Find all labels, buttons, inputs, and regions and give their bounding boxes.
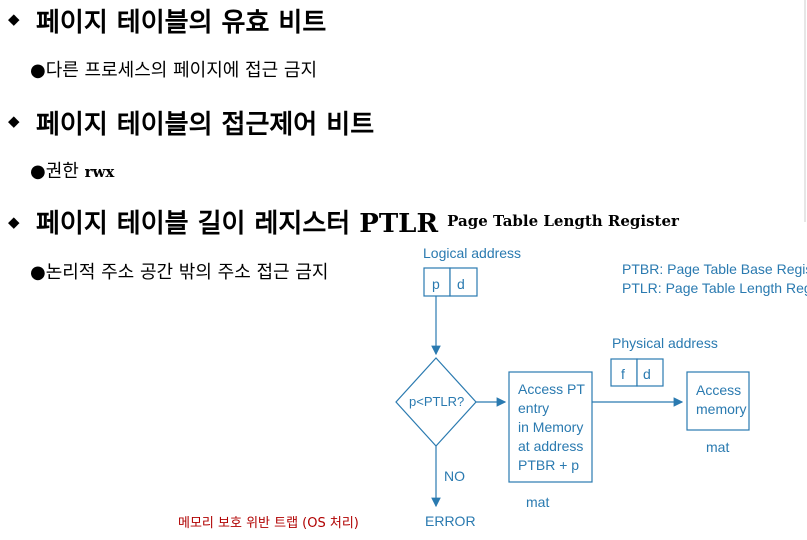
sub-item-3: ●논리적 주소 공간 밖의 주소 접근 금지 (30, 258, 328, 284)
physical-address-label: Physical address (612, 335, 718, 351)
access-pt-line: Access PT (518, 381, 585, 397)
access-memory-box (686, 371, 750, 431)
access-pt-line: PTBR + p (518, 457, 580, 473)
access-pt-text: Access PT entry in Memory at address PTB… (518, 380, 585, 475)
f-label: f (621, 366, 625, 382)
diamond-bullet-icon: ◆ (8, 112, 20, 130)
decision-label: p<PTLR? (409, 394, 465, 409)
dot-bullet-icon: ● (30, 60, 46, 81)
access-memory-text: Access memory (696, 381, 747, 419)
mat-label-2: mat (706, 439, 730, 455)
d-label: d (457, 276, 465, 292)
legend-ptbr: PTBR: Page Table Base Register (622, 261, 807, 277)
trap-label: 메모리 보호 위반 트랩 (OS 처리) (178, 516, 359, 531)
sub-item-3-text: 논리적 주소 공간 밖의 주소 접근 금지 (45, 262, 329, 283)
logical-d-box (449, 267, 478, 297)
dot-bullet-icon: ● (30, 262, 46, 283)
sub-item-2-text: 권한 (45, 161, 79, 182)
logical-address-label: Logical address (423, 245, 522, 261)
access-pt-line: in Memory (518, 419, 584, 435)
mat-label-1: mat (526, 494, 550, 510)
access-pt-line: entry (518, 400, 550, 416)
sub-item-2: ●권한 rwx (30, 157, 114, 183)
logical-p-box (423, 267, 451, 297)
sub-item-1-text: 다른 프로세스의 페이지에 접근 금지 (45, 60, 318, 81)
sub-item-1: ●다른 프로세스의 페이지에 접근 금지 (30, 56, 317, 82)
diamond-bullet-icon: ◆ (8, 213, 20, 231)
heading-ptlr: 페이지 테이블 길이 레지스터 PTLR Page Table Length R… (36, 203, 679, 240)
d2-label: d (643, 366, 651, 382)
physical-d-box (636, 358, 664, 387)
ptlr-abbr: PTLR (359, 209, 439, 239)
legend-ptlr: PTLR: Page Table Length Register (622, 280, 807, 296)
access-pt-box (508, 371, 593, 483)
rwx-code: rwx (84, 163, 115, 181)
heading-valid-bit: 페이지 테이블의 유효 비트 (36, 8, 327, 38)
ptlr-full: Page Table Length Register (447, 212, 679, 230)
heading-access-control-bit: 페이지 테이블의 접근제어 비트 (36, 110, 375, 140)
dot-bullet-icon: ● (30, 161, 46, 182)
p-label: p (432, 276, 440, 292)
error-label: ERROR (425, 513, 476, 529)
diamond-bullet-icon: ◆ (8, 10, 20, 28)
access-pt-line: at address (518, 438, 584, 454)
heading-ptlr-text: 페이지 테이블 길이 레지스터 (36, 209, 351, 239)
access-memory-line: Access (696, 382, 742, 398)
access-memory-line: memory (696, 401, 747, 417)
no-label: NO (444, 468, 465, 484)
